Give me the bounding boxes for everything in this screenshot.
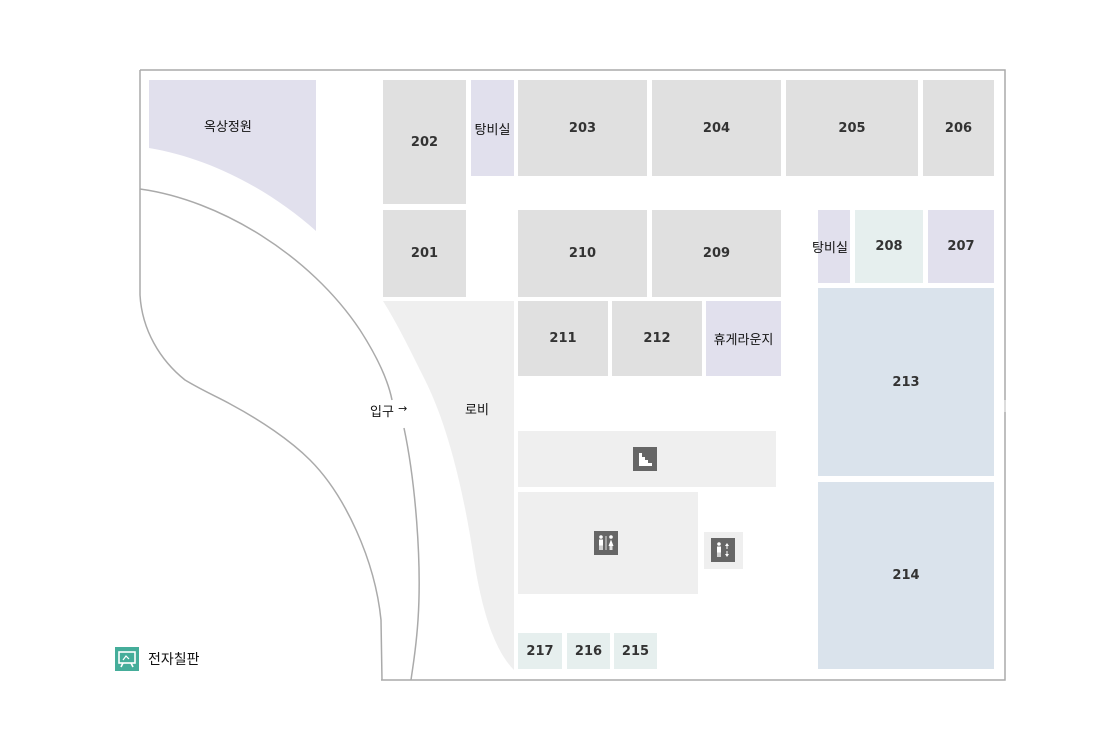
room-212-label: 212: [643, 331, 671, 346]
room-203[interactable]: 203: [518, 80, 647, 176]
room-207-label: 207: [947, 239, 975, 254]
building-outline-left: [139, 70, 383, 681]
pantry-1[interactable]: 탕비실: [471, 80, 514, 176]
room-205[interactable]: 205: [786, 80, 918, 176]
room-204[interactable]: 204: [652, 80, 781, 176]
room-216[interactable]: 216: [567, 633, 610, 669]
entrance-arrow-icon: →: [398, 402, 408, 415]
room-210[interactable]: 210: [518, 210, 647, 297]
room-213[interactable]: 213: [818, 288, 994, 476]
entrance-label: 입구 →: [370, 401, 407, 420]
pantry-2[interactable]: 탕비실: [812, 210, 850, 283]
room-206-label: 206: [944, 120, 973, 136]
entrance-curve-lower: [403, 427, 420, 681]
room-211-label: 211: [549, 331, 577, 346]
building-outline: [140, 69, 1006, 681]
lounge-label: 휴게라운지: [713, 333, 774, 348]
room-201-label: 201: [410, 246, 439, 261]
room-202[interactable]: 202: [383, 80, 466, 204]
room-201[interactable]: 201: [383, 210, 466, 297]
lobby-area: [383, 301, 514, 670]
pantry-1-label: 탕비실: [474, 122, 511, 138]
lounge[interactable]: 휴게라운지: [706, 301, 781, 376]
room-217-label: 217: [526, 643, 554, 659]
room-207[interactable]: 207: [928, 210, 994, 283]
room-203-label: 203: [568, 120, 597, 136]
entrance-curve: [139, 188, 393, 401]
pantry-2-label: 탕비실: [812, 241, 848, 256]
room-216-label: 216: [574, 643, 603, 659]
room-217[interactable]: 217: [518, 633, 562, 669]
room-209-label: 209: [702, 246, 731, 261]
room-210-label: 210: [568, 246, 597, 261]
room-209[interactable]: 209: [652, 210, 781, 297]
lobby-label: 로비: [465, 403, 489, 418]
room-211[interactable]: 211: [518, 301, 608, 376]
room-213-label: 213: [892, 374, 920, 390]
room-205-label: 205: [838, 120, 866, 136]
room-208[interactable]: 208: [855, 210, 923, 283]
rooftop-garden-area: [149, 80, 316, 231]
legend-label: 전자칠판: [148, 652, 200, 668]
stairs-icon[interactable]: [633, 447, 657, 471]
entrance-text: 입구: [370, 405, 394, 420]
room-202-label: 202: [410, 134, 439, 150]
room-214-label: 214: [892, 568, 920, 583]
room-206[interactable]: 206: [923, 80, 994, 176]
elevator-icon[interactable]: [711, 538, 735, 562]
restroom-icon[interactable]: [594, 531, 618, 555]
legend: 전자칠판: [115, 647, 200, 671]
whiteboard-icon: [115, 647, 139, 671]
room-204-label: 204: [702, 120, 731, 136]
room-212[interactable]: 212: [612, 301, 702, 376]
room-215-label: 215: [621, 643, 650, 659]
room-208-label: 208: [875, 239, 903, 254]
rooftop-garden-label: 옥상정원: [204, 120, 252, 135]
room-215[interactable]: 215: [614, 633, 657, 669]
room-214[interactable]: 214: [818, 482, 994, 669]
